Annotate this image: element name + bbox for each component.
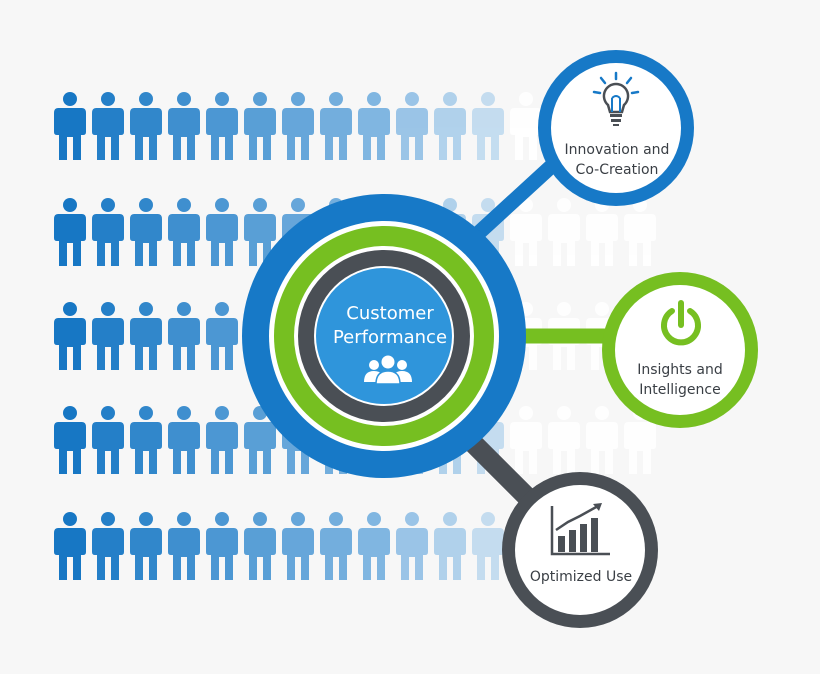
- center-hub: Customer Performance: [242, 194, 526, 478]
- node-innovation-label-line2: Co-Creation: [576, 162, 659, 178]
- person-figure: [206, 198, 238, 266]
- person-figure: [358, 512, 390, 580]
- node-insights-fill: [615, 285, 745, 415]
- person-figure: [472, 512, 504, 580]
- node-innovation-fill: [551, 63, 681, 193]
- person-figure: [396, 512, 428, 580]
- people-group-icon: [364, 355, 412, 385]
- person-figure: [54, 92, 86, 160]
- person-figure: [358, 92, 390, 160]
- person-figure: [548, 406, 580, 474]
- node-insights: Insights and Intelligence: [602, 272, 758, 428]
- person-figure: [282, 512, 314, 580]
- person-figure: [548, 198, 580, 266]
- person-figure: [92, 512, 124, 580]
- person-figure: [586, 198, 618, 266]
- person-figure: [54, 302, 86, 370]
- center-title-line1: Customer: [346, 303, 434, 324]
- person-figure: [130, 302, 162, 370]
- center-title-line2: Performance: [333, 327, 447, 348]
- person-figure: [92, 92, 124, 160]
- node-innovation: Innovation and Co-Creation: [538, 50, 694, 206]
- person-figure: [54, 198, 86, 266]
- node-optimized: Optimized Use: [502, 472, 658, 628]
- person-figure: [510, 406, 542, 474]
- person-figure: [54, 512, 86, 580]
- bar-chart-growth-icon: [550, 503, 610, 556]
- person-figure: [92, 406, 124, 474]
- person-figure: [54, 406, 86, 474]
- person-figure: [206, 92, 238, 160]
- lightbulb-icon: [592, 71, 640, 126]
- person-figure: [244, 512, 276, 580]
- node-optimized-label: Optimized Use: [530, 569, 632, 585]
- person-figure: [168, 92, 200, 160]
- person-figure: [206, 406, 238, 474]
- hub-core: [316, 268, 452, 404]
- person-figure: [168, 512, 200, 580]
- person-figure: [130, 92, 162, 160]
- node-insights-label-line2: Intelligence: [639, 382, 720, 398]
- person-figure: [434, 92, 466, 160]
- person-figure: [472, 92, 504, 160]
- person-figure: [624, 198, 656, 266]
- node-innovation-label-line1: Innovation and: [565, 142, 670, 158]
- person-figure: [168, 198, 200, 266]
- person-figure: [206, 302, 238, 370]
- person-figure: [282, 92, 314, 160]
- person-figure: [434, 512, 466, 580]
- person-figure: [168, 406, 200, 474]
- person-figure: [168, 302, 200, 370]
- person-figure: [320, 512, 352, 580]
- person-figure: [206, 512, 238, 580]
- person-figure: [396, 92, 428, 160]
- person-figure: [320, 92, 352, 160]
- person-figure: [510, 92, 542, 160]
- person-figure: [130, 198, 162, 266]
- person-figure: [130, 406, 162, 474]
- node-insights-label-line1: Insights and: [637, 362, 723, 378]
- power-icon: [661, 300, 701, 346]
- person-figure: [586, 406, 618, 474]
- person-figure: [244, 92, 276, 160]
- person-figure: [130, 512, 162, 580]
- person-figure: [92, 198, 124, 266]
- person-figure: [92, 302, 124, 370]
